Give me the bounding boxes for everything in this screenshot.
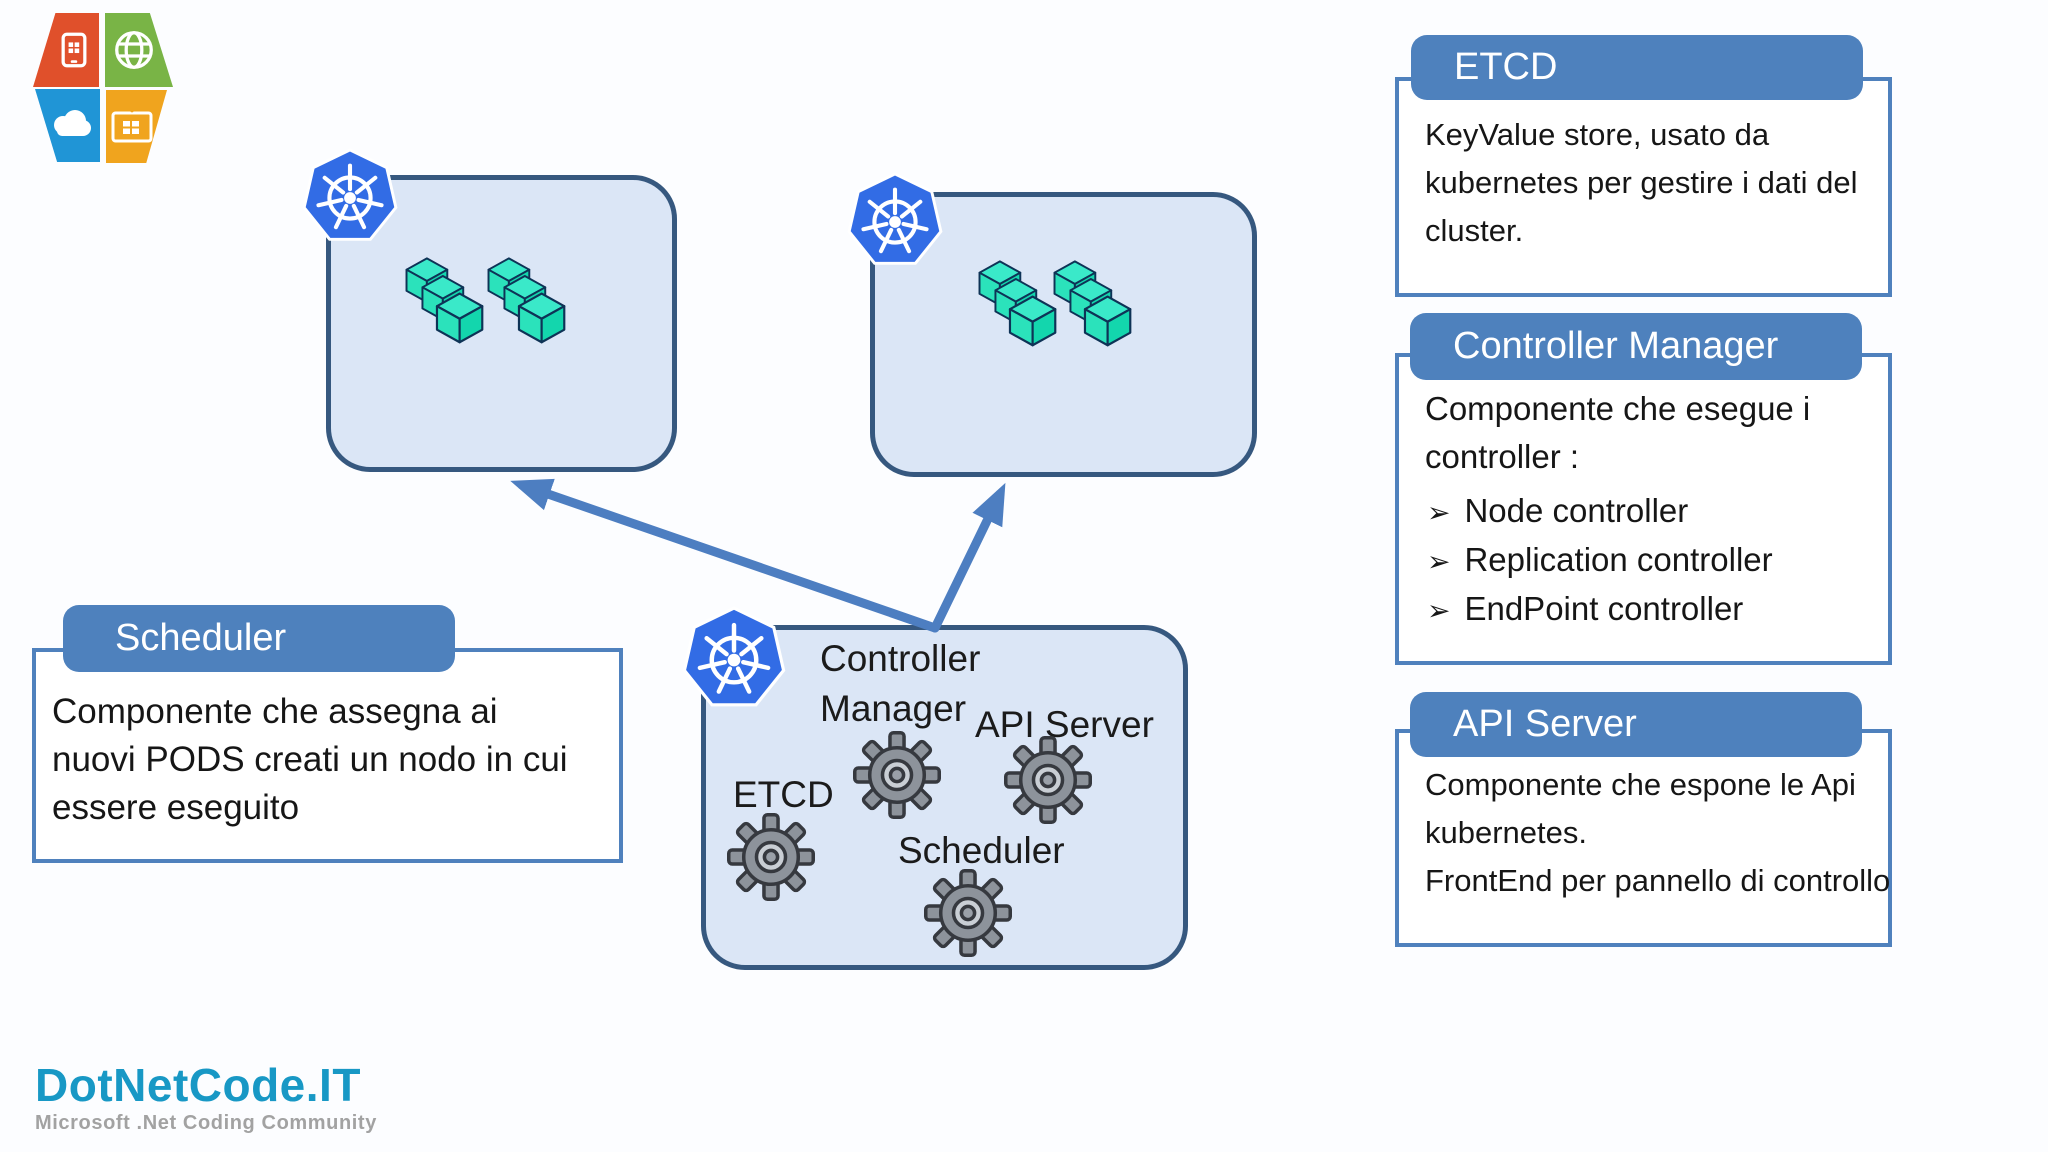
bullet-arrow-icon: ➢ [1427,545,1451,578]
component-label-controller-manager: Controller Manager [820,638,981,729]
gear-icon-scheduler [924,869,1012,957]
bullet-text: Replication controller [1464,541,1773,578]
callout-api-server-header: API Server [1410,692,1862,757]
logo-quadrant-top-right [105,13,173,87]
kubernetes-icon-node1 [301,148,399,246]
callout-scheduler-body: Componente che assegna ai nuovi PODS cre… [32,648,623,863]
callout-scheduler-text: Componente che assegna ai nuovi PODS cre… [52,692,568,827]
bullet-text: Node controller [1464,492,1689,529]
node-box-1 [326,175,677,472]
callout-controller-manager-header: Controller Manager [1410,313,1862,380]
pod-cluster [395,255,489,354]
gear-icon-etcd [727,813,815,901]
logo-quadrant-bottom-left [35,89,100,162]
component-label-scheduler: Scheduler [898,830,1065,871]
callout-scheduler-header: Scheduler [63,605,455,672]
callout-controller-manager-title: Controller Manager [1453,325,1779,367]
callout-etcd-title: ETCD [1454,46,1558,88]
callout-controller-manager-body: Componente che esegue i controller : ➢ N… [1395,353,1892,665]
callout-etcd-body: KeyValue store, usato da kubernetes per … [1395,77,1892,297]
bullet-text: EndPoint controller [1464,590,1744,627]
bullet-item: ➢ EndPoint controller [1423,585,1888,634]
callout-api-server-title: API Server [1453,703,1637,745]
globe-icon [115,31,153,69]
bullet-arrow-icon: ➢ [1427,496,1451,529]
kubernetes-icon-master [681,606,787,712]
pod-cluster [1043,258,1137,357]
phone-icon [61,32,87,68]
callout-scheduler-title: Scheduler [115,617,287,659]
callout-etcd-text: KeyValue store, usato da kubernetes per … [1425,117,1858,248]
dotnetcode-title: DotNetCode.IT [35,1059,361,1111]
logo-quadrant-top-left [33,13,99,87]
gear-icon-api-server [1004,736,1092,824]
pod-cluster [477,255,571,354]
arrow-master-to-node2 [930,482,1006,633]
dotnetcode-subtitle: Microsoft .Net Coding Community [35,1112,377,1134]
gear-icon-controller-manager [853,731,941,819]
tablet-icon [111,109,153,143]
logo-quadrant-bottom-right [106,90,167,163]
kubernetes-icon-node2 [846,172,944,270]
callout-api-server-body: Componente che espone le Api kubernetes.… [1395,729,1892,947]
component-label-api-server: API Server [975,704,1154,745]
callout-api-server-text: Componente che espone le Api kubernetes.… [1425,767,1891,898]
cloud-icon [54,110,91,136]
callout-etcd-header: ETCD [1411,35,1863,100]
dotnetcode-logo-mark [33,13,173,163]
callout-controller-manager-text: Componente che esegue i controller : [1425,390,1811,475]
component-label-etcd: ETCD [733,774,834,815]
bullet-arrow-icon: ➢ [1427,594,1451,627]
bullet-item: ➢ Node controller [1423,487,1888,536]
bullet-item: ➢ Replication controller [1423,536,1888,585]
